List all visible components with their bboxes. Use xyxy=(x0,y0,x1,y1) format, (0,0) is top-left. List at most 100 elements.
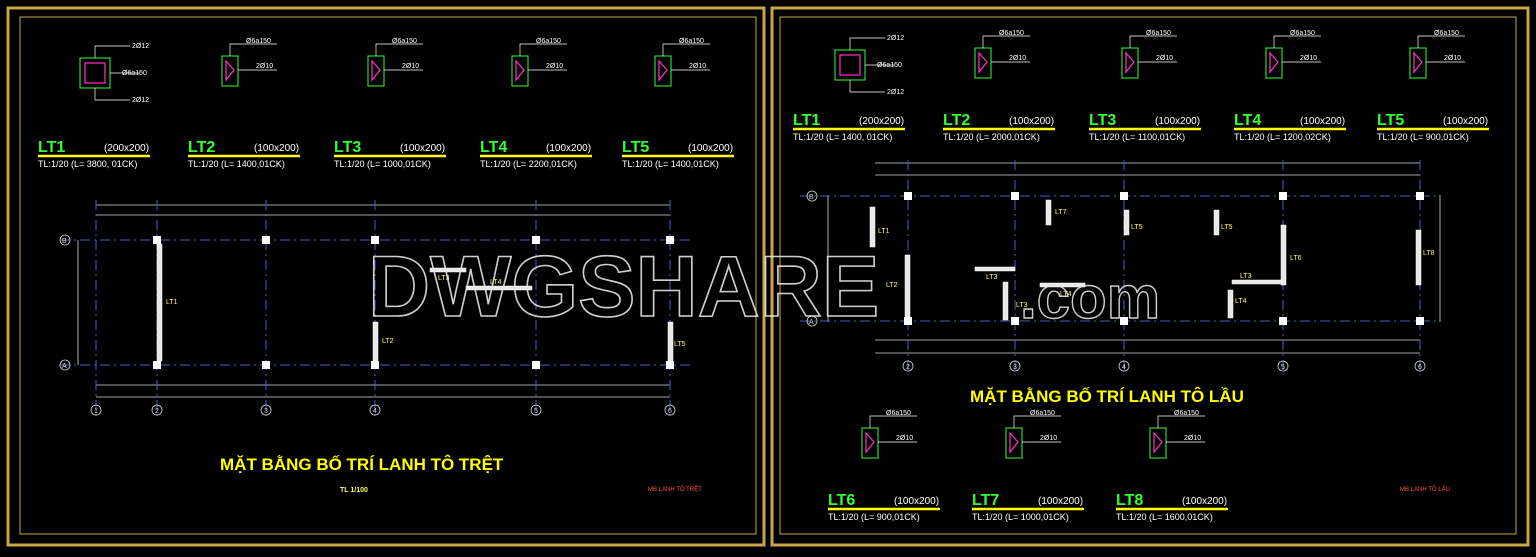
rebar-note-main: 2Ø10 xyxy=(1300,55,1317,62)
lintel-title-LT7: LT7(100x200)TL:1/20 (L= 1000,01CK) xyxy=(972,492,1084,522)
rebar-note-stirrup: Ø6a150 xyxy=(536,38,561,45)
plan-label-LT8-right: LT8 xyxy=(1423,250,1435,257)
plan-lintel-LT4-right xyxy=(1039,282,1086,288)
rebar-note-main: 2Ø10 xyxy=(689,63,706,70)
right-lintel-titles: LT1(200x200)TL:1/20 (L= 1400, 01CK) LT2 (1… xyxy=(793,112,1489,522)
plan-lintel-LT3b-right xyxy=(1002,281,1009,321)
lintel-scale-length: TL:1/20 (L= 1000,01CK) xyxy=(972,512,1069,522)
lintel-scale-length: TL:1/20 (L= 1200,02CK) xyxy=(1234,132,1331,142)
lintel-scale-length: TL:1/20 (L= 2200,01CK) xyxy=(480,159,577,169)
lintel-title-LT4: LT4(100x200)TL:1/20 (L= 2200,01CK) xyxy=(480,139,592,169)
lintel-size: (100x200) xyxy=(1009,116,1054,127)
rebar-note-main: 2Ø10 xyxy=(256,63,273,70)
lintel-scale-length: TL:1/20 (L= 1400,01CK) xyxy=(622,159,719,169)
plan-label-LT4b-right: LT4 xyxy=(1235,298,1247,305)
plan-lintel-LT4b-right xyxy=(1227,289,1234,319)
lintel-size: (100x200) xyxy=(400,143,445,154)
rebar-note-main: 2Ø10 xyxy=(546,63,563,70)
lintel-name: LT3 xyxy=(334,139,361,156)
rebar-note-stirrup: Ø6a150 xyxy=(877,62,902,69)
lintel-name: LT2 xyxy=(943,112,970,129)
lintel-name: LT3 xyxy=(1089,112,1116,129)
lintel-size: (100x200) xyxy=(1038,496,1083,507)
rebar-note-stirrup: Ø6a150 xyxy=(122,70,147,77)
right-section-details: 2Ø12Ø6a1502Ø12Ø6a1502Ø10Ø6a1502Ø10Ø6a150… xyxy=(834,30,1465,459)
lintel-title-LT6: LT6(100x200)TL:1/20 (L= 900,01CK) xyxy=(828,492,940,522)
plan-label-LT4: LT4 xyxy=(490,279,502,286)
plan-label-LT1-right: LT1 xyxy=(878,228,890,235)
rebar-note-stirrup: Ø6a150 xyxy=(999,30,1024,37)
plan-label-LT2-right: LT2 xyxy=(886,282,898,289)
plan-label-LT3c-right: LT3 xyxy=(1240,273,1252,280)
lintel-scale-length: TL:1/20 (L= 1600,01CK) xyxy=(1116,512,1213,522)
plan-lintel-LT5-right xyxy=(1123,209,1130,236)
rebar-note-stirrup: Ø6a150 xyxy=(392,38,417,45)
lintel-name: LT2 xyxy=(188,139,215,156)
rebar-note-bottom: 2Ø12 xyxy=(132,97,149,104)
axis-bubble-5: 5 xyxy=(534,408,538,415)
axis-bubble-6-right: 6 xyxy=(1418,364,1422,371)
plan-lintel-LT1-right xyxy=(869,206,876,248)
right-plan-title: MẶT BẰNG BỐ TRÍ LANH TÔ LẦU xyxy=(970,386,1244,406)
plan-label-LT5b-right: LT5 xyxy=(1221,224,1233,231)
plan-lintel-LT5b-right xyxy=(1213,209,1220,236)
rebar-note-main: 2Ø10 xyxy=(896,435,913,442)
plan-lintel-LT5 xyxy=(667,321,674,362)
rebar-note-top: 2Ø12 xyxy=(887,35,904,42)
lintel-name: LT4 xyxy=(480,139,507,156)
axis-bubble-A: A xyxy=(62,363,67,370)
plan-label-LT4-right: LT4 xyxy=(1060,291,1072,298)
lintel-scale-length: TL:1/20 (L= 2000,01CK) xyxy=(943,132,1040,142)
plan-label-LT5-right: LT5 xyxy=(1131,224,1143,231)
left-section-details: 2Ø12Ø6a1502Ø12Ø6a1502Ø10Ø6a1502Ø10Ø6a150… xyxy=(79,38,710,104)
rebar-note-main: 2Ø10 xyxy=(1444,55,1461,62)
lintel-size: (100x200) xyxy=(1155,116,1200,127)
lintel-scale-length: TL:1/20 (L= 900,01CK) xyxy=(828,512,920,522)
left-plan-scale: TL 1/100 xyxy=(340,487,368,494)
lintel-title-LT3: LT3(100x200)TL:1/20 (L= 1100,01CK) xyxy=(1089,112,1201,142)
rebar-note-stirrup: Ø6a150 xyxy=(886,410,911,417)
lintel-size: (100x200) xyxy=(1443,116,1488,127)
axis-bubble-6: 6 xyxy=(668,408,672,415)
lintel-size: (200x200) xyxy=(104,143,149,154)
axis-bubble-B-right: B xyxy=(809,194,814,201)
rebar-note-stirrup: Ø6a150 xyxy=(246,38,271,45)
axis-bubble-2: 2 xyxy=(155,408,159,415)
plan-label-LT2: LT2 xyxy=(382,338,394,345)
lintel-name: LT1 xyxy=(793,112,820,129)
plan-label-LT6-right: LT6 xyxy=(1290,255,1302,262)
plan-lintel-LT3c-right xyxy=(1231,279,1283,285)
right-plan: LT1 LT2 LT3 LT3 LT4 LT5 LT6 LT7 LT3 LT4 … xyxy=(800,160,1441,375)
axis-bubble-4-right: 4 xyxy=(1122,364,1126,371)
lintel-title-LT5: LT5(100x200)TL:1/20 (L= 1400,01CK) xyxy=(622,139,734,169)
lintel-name: LT5 xyxy=(1377,112,1404,129)
lintel-title-LT2: LT2 (100x200) TL:1/20 (L= 2000,01CK) xyxy=(943,112,1055,142)
plan-lintel-LT2 xyxy=(372,321,379,362)
plan-lintel-LT3a-right xyxy=(974,266,1016,272)
plan-lintel-LT4 xyxy=(465,285,533,291)
lintel-name: LT4 xyxy=(1234,112,1261,129)
lintel-title-LT1: LT1(200x200)TL:1/20 (L= 3800, 01CK) xyxy=(38,139,150,169)
section-detail-LT2: Ø6a150 2Ø10 xyxy=(221,38,277,87)
lintel-size: (100x200) xyxy=(1300,116,1345,127)
plan-lintel-LT1 xyxy=(156,243,163,362)
watermark-text: DWGSHARE xyxy=(368,239,879,335)
axis-bubble-3: 3 xyxy=(264,408,268,415)
rebar-note-top: 2Ø12 xyxy=(132,43,149,50)
lintel-scale-length: TL:1/20 (L= 1400,01CK) xyxy=(188,159,285,169)
rebar-note-main: 2Ø10 xyxy=(1184,435,1201,442)
section-detail-LT2: Ø6a150 2Ø10 xyxy=(974,30,1030,79)
rebar-note-stirrup: Ø6a150 xyxy=(1146,30,1171,37)
rebar-note-main: 2Ø10 xyxy=(1009,55,1026,62)
section-detail-LT4: Ø6a150 2Ø10 xyxy=(511,38,567,87)
lintel-title-LT1: LT1(200x200)TL:1/20 (L= 1400, 01CK) xyxy=(793,112,905,142)
plan-label-LT1: LT1 xyxy=(166,299,178,306)
right-sheet-label: MB LANH TÔ LẦU xyxy=(1400,486,1450,493)
rebar-note-stirrup: Ø6a150 xyxy=(1030,410,1055,417)
lintel-name: LT1 xyxy=(38,139,65,156)
